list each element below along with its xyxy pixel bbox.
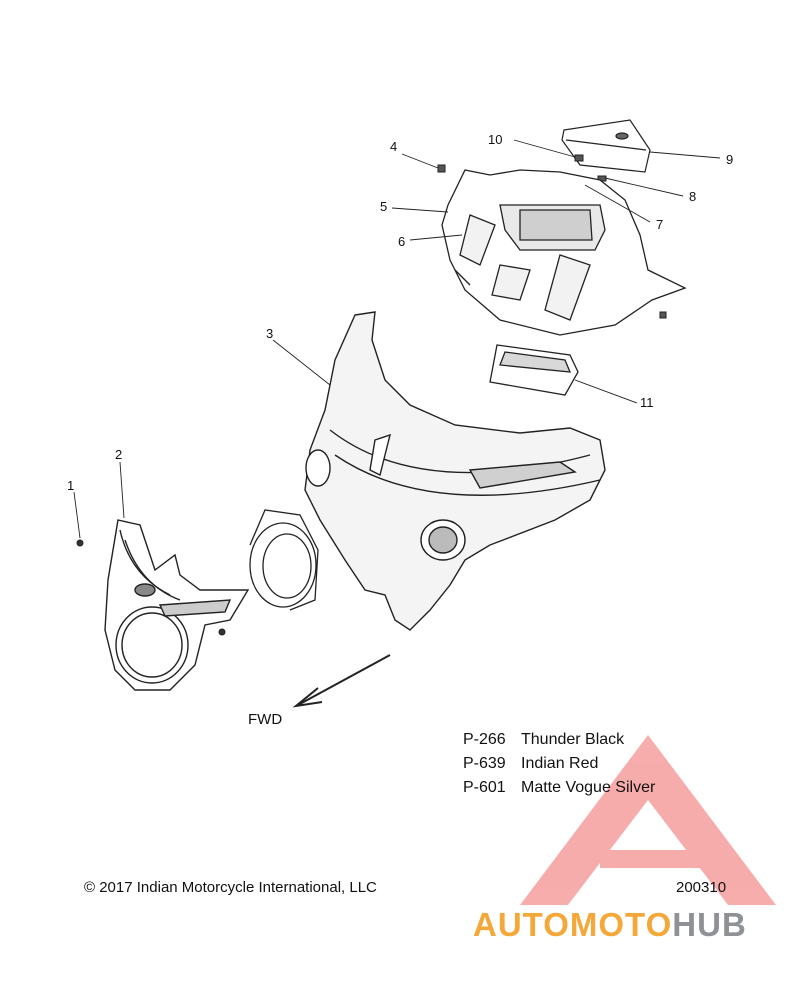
color-code: P-639 [463,755,506,772]
part-inner-fairing [441,169,687,336]
color-name: Indian Red [521,755,599,772]
part-headlight-bezel [104,519,250,691]
color-code-row: P-266 Thunder Black [463,731,624,749]
part-lid [561,119,651,173]
copyright-notice: © 2017 Indian Motorcycle International, … [84,879,377,896]
watermark-brand-part2: HUB [672,906,747,943]
callout-2: 2 [115,447,123,462]
fasteners [76,539,226,636]
watermark-logo [520,735,776,905]
leader-lines [73,139,721,539]
part-headlight-bracket [249,509,319,611]
color-code: P-601 [463,779,506,796]
callout-11: 11 [640,395,654,410]
color-code-row: P-639 Indian Red [463,755,598,773]
part-outer-fairing [304,311,606,631]
callout-4: 4 [390,139,398,154]
watermark-brand: AUTOMOTOHUB [473,906,747,944]
callout-7: 7 [656,217,664,232]
fwd-arrow [292,654,391,708]
color-name: Thunder Black [521,731,625,748]
color-code-row: P-601 Matte Vogue Silver [463,779,655,797]
callout-5: 5 [380,199,388,214]
callout-10: 10 [488,132,503,147]
figure-number: 200310 [676,879,727,896]
color-name: Matte Vogue Silver [521,779,656,796]
callout-6: 6 [398,234,406,249]
watermark-brand-part1: AUTOMOTO [473,906,673,943]
callout-1: 1 [67,478,75,493]
part-storage-pocket [489,344,579,396]
callout-9: 9 [726,152,734,167]
fwd-label: FWD [248,711,283,728]
callout-8: 8 [689,189,697,204]
callout-3: 3 [266,326,274,341]
color-code: P-266 [463,731,506,748]
